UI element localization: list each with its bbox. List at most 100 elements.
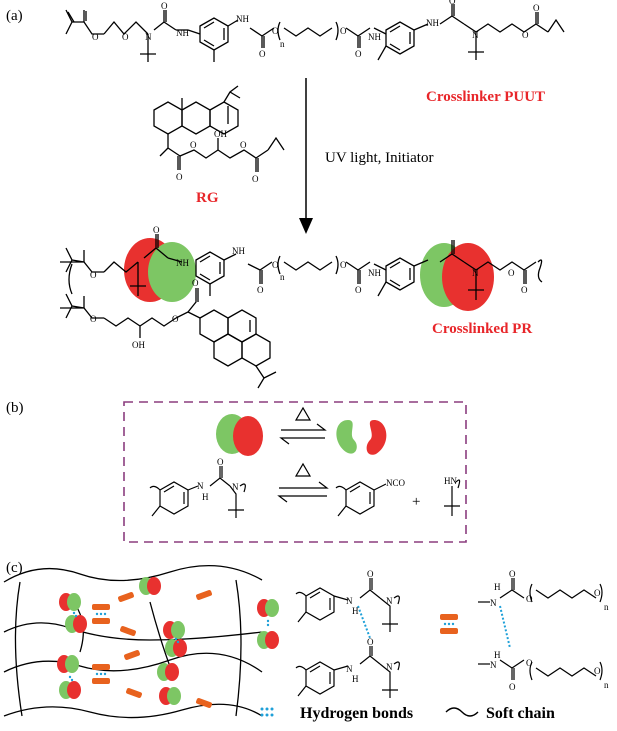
atom-n: N: [346, 596, 353, 606]
crosslinker-label: Crosslinker PUUT: [426, 89, 545, 105]
atom-h: H: [202, 492, 209, 502]
network-hbonds: [68, 611, 180, 682]
orange-bar: [196, 590, 212, 600]
atom-o: O: [594, 666, 601, 676]
panel-label-b: (b): [6, 400, 24, 416]
atom-h: H: [494, 650, 501, 660]
atom-o: O: [259, 49, 266, 59]
atom-o: O: [509, 569, 516, 579]
atom-oh: OH: [214, 129, 227, 139]
legend-hard-segment: [440, 614, 458, 634]
atom-o: O: [161, 1, 168, 11]
soft-chain-label: Soft chain: [486, 705, 555, 722]
reaction-arrowhead: [299, 218, 313, 234]
atom-o: O: [340, 260, 347, 270]
atom-o: O: [257, 285, 264, 295]
atom-nh: NH: [426, 18, 439, 28]
atom-o: O: [526, 658, 533, 668]
orange-bar: [440, 628, 458, 634]
atom-n: N: [145, 32, 152, 42]
red-lobe: [366, 420, 387, 455]
atom-o: O: [153, 225, 160, 235]
atom-n-sub: n: [604, 602, 609, 612]
atom-o: O: [367, 637, 374, 647]
atom-o: O: [92, 32, 99, 42]
orange-bar: [92, 618, 110, 624]
atom-n: N: [386, 596, 393, 606]
crosslinked-label: Crosslinked PR: [432, 321, 532, 337]
atom-n-sub: n: [604, 680, 609, 690]
red-lobe: [442, 243, 494, 311]
orange-bar: [92, 604, 110, 610]
network-soft-chains: [3, 564, 263, 719]
plus-sign: +: [412, 494, 420, 510]
urea-hbond-structure: [295, 578, 400, 698]
crosslinked-structure: [60, 234, 543, 389]
atom-o: O: [192, 278, 199, 288]
atom-o: O: [90, 314, 97, 324]
atom-o: O: [217, 457, 224, 467]
atom-o: O: [252, 174, 259, 184]
atom-nh: NH: [368, 268, 381, 278]
atom-n: N: [232, 482, 239, 492]
orange-bar: [92, 678, 110, 684]
atom-nh: NH: [236, 14, 249, 24]
orange-bar: [440, 614, 458, 620]
atom-n: N: [472, 268, 479, 278]
rg-atoms: O O OH O O: [176, 129, 259, 184]
heat-equilibrium-arrows: [279, 406, 327, 445]
atom-n-sub: n: [280, 272, 285, 282]
orange-bar: [196, 698, 212, 708]
atom-h: H: [494, 582, 501, 592]
atom-nh: NH: [232, 246, 245, 256]
red-lobe: [67, 681, 81, 699]
atom-nco: NCO: [386, 478, 406, 488]
atom-o: O: [522, 30, 529, 40]
atom-n: N: [197, 481, 204, 491]
hydrogen-bond-legend-icon: [260, 707, 274, 717]
atom-n: N: [386, 662, 393, 672]
orange-bar: [124, 650, 140, 660]
equilibrium-box: [123, 401, 467, 543]
carbamate-hbond-atoms: H N O O n O H N O O n O: [490, 569, 609, 692]
atom-n: N: [490, 660, 497, 670]
atom-o: O: [521, 285, 528, 295]
crosslinker-structure: [65, 4, 565, 62]
reaction-conditions: UV light, Initiator: [325, 150, 433, 166]
atom-o: O: [355, 49, 362, 59]
atom-o: O: [176, 172, 183, 182]
urea-hbond-atoms: N H O N O N H N: [346, 569, 393, 684]
atom-h: H: [352, 674, 359, 684]
green-lobe: [265, 599, 279, 617]
hydrogen-bonds-label: Hydrogen bonds: [300, 705, 413, 722]
network-hard-segments: [92, 590, 212, 708]
crosslinker-atoms: O O N O NH NH O O n O O NH NH O N O O: [92, 0, 540, 59]
atom-nh: NH: [368, 32, 381, 42]
orange-bar: [126, 688, 142, 698]
red-lobe: [265, 631, 279, 649]
atom-o: O: [272, 26, 279, 36]
atom-o: O: [190, 140, 197, 150]
atom-n: N: [346, 664, 353, 674]
green-lobe: [65, 655, 79, 673]
crosslinked-atoms: O O NH NH O O n O O NH N O O O OH O O: [90, 225, 528, 350]
green-lobe: [336, 420, 357, 454]
atom-o: O: [367, 569, 374, 579]
red-lobe: [73, 615, 87, 633]
carbamate-hbond-structure: [478, 578, 603, 681]
atom-n: N: [490, 598, 497, 608]
legend-lobe-pair: [257, 599, 279, 649]
panel-label-c: (c): [6, 560, 23, 576]
atom-o: O: [508, 268, 515, 278]
rg-structure: [153, 85, 285, 172]
urea-dissociation-atoms: N H O N NCO + HN: [197, 457, 457, 510]
atom-o: O: [122, 32, 129, 42]
atom-h: H: [352, 606, 359, 616]
green-lobe: [167, 687, 181, 705]
atom-hn: HN: [444, 476, 457, 486]
atom-o: O: [90, 270, 97, 280]
red-lobe: [147, 577, 161, 595]
green-lobe: [67, 593, 81, 611]
atom-o: O: [509, 682, 516, 692]
green-lobe: [171, 621, 185, 639]
